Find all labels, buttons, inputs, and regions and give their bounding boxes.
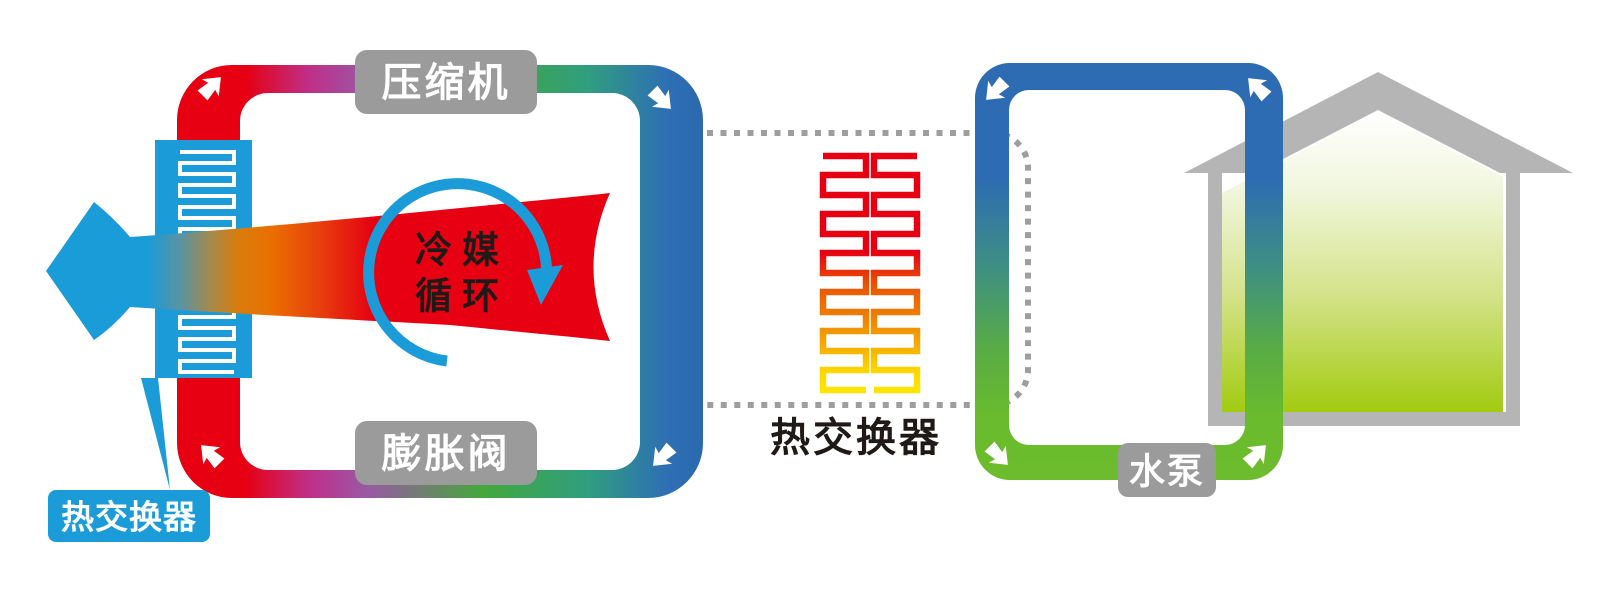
refrigerant-cycle-arrow-icon <box>363 178 563 367</box>
water-pump-label: 水泵 <box>1118 443 1216 497</box>
air-exchanger-label: 热交换器 <box>48 490 210 542</box>
water-pump-label-text: 水泵 <box>1129 451 1205 492</box>
intermediate-exchanger-label: 热交换器 <box>770 416 942 460</box>
house-icon <box>1184 72 1573 426</box>
refrigerant-cycle-label-line1: 冷媒 <box>415 230 509 271</box>
air-exchanger-label-text: 热交换器 <box>61 499 197 536</box>
heat-exchanger-coil-icon <box>819 152 921 394</box>
air-exchanger-callout <box>141 378 170 490</box>
expansion-valve-label: 膨胀阀 <box>355 421 537 485</box>
water-loop-pipe <box>975 63 1283 480</box>
cold-air-arrow-icon <box>46 193 610 341</box>
refrigerant-loop-pipe <box>177 65 703 498</box>
compressor-label-text: 压缩机 <box>382 61 511 105</box>
expansion-valve-label-text: 膨胀阀 <box>382 432 511 476</box>
compressor-label: 压缩机 <box>355 50 537 114</box>
refrigerant-cycle-label-line2: 循环 <box>415 276 509 317</box>
house-body <box>1222 112 1503 412</box>
